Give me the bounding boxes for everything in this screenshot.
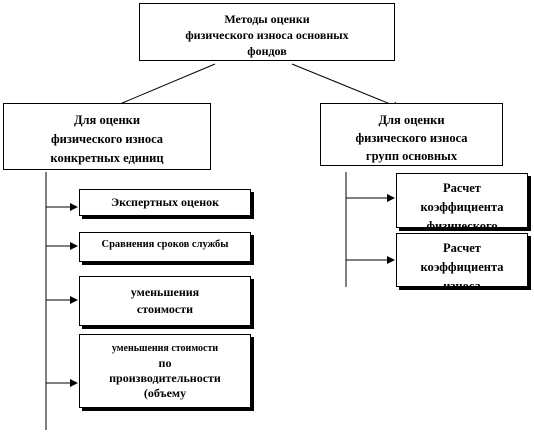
arrow-root-to-right <box>291 63 401 110</box>
left-item-4-line-1: уменьшения стоимости <box>111 343 219 354</box>
left-item-productivity-box: уменьшения стоимости по производительнос… <box>79 334 251 408</box>
right-branch-line-3: групп основных <box>365 149 458 163</box>
right-item-coefficient-2-box: Расчет коэффициента износа <box>396 233 528 287</box>
left-item-value-reduction-box: уменьшения стоимости <box>79 276 251 326</box>
left-branch-line-2: физического износа <box>50 132 164 146</box>
left-branch-box: Для оценки физического износа конкретных… <box>3 103 211 170</box>
right-item-1-line-2: коэффициента <box>420 200 504 214</box>
right-branch-line-1: Для оценки <box>378 113 445 127</box>
left-item-3-line-1: уменьшения <box>130 285 200 299</box>
right-item-2-line-2: коэффициента <box>420 260 504 274</box>
left-item-1-line-1: Экспертных оценок <box>110 195 220 209</box>
right-branch-box: Для оценки физического износа групп осно… <box>320 103 503 166</box>
left-item-4-line-4: (объему <box>143 386 187 400</box>
arrow-root-to-left <box>107 63 216 110</box>
right-item-coefficient-1-box: Расчет коэффициента физического <box>396 173 528 228</box>
left-branch-line-1: Для оценки <box>73 113 141 127</box>
left-item-4-line-2: по <box>158 356 172 370</box>
left-item-3-line-2: стоимости <box>136 302 194 316</box>
left-item-4-line-3: производительности <box>109 371 221 385</box>
right-item-2-line-3: износа <box>443 279 481 287</box>
root-line-3: фондов <box>247 44 287 58</box>
right-item-1-line-1: Расчет <box>443 181 481 195</box>
right-item-2-line-1: Расчет <box>443 241 481 255</box>
left-branch-line-3: конкретных единиц <box>50 151 164 165</box>
left-item-service-life-box: Сравнения сроков службы <box>79 232 251 262</box>
left-item-expert-box: Экспертных оценок <box>79 189 251 216</box>
left-item-2-line-1: Сравнения сроков службы <box>101 239 229 250</box>
root-line-1: Методы оценки <box>224 12 310 26</box>
right-branch-line-2: физического износа <box>355 131 468 145</box>
right-item-1-line-3: физического <box>426 219 498 228</box>
root-method-box: Методы оценки физического износа основны… <box>139 3 395 61</box>
root-line-2: физического износа основных <box>185 28 349 42</box>
